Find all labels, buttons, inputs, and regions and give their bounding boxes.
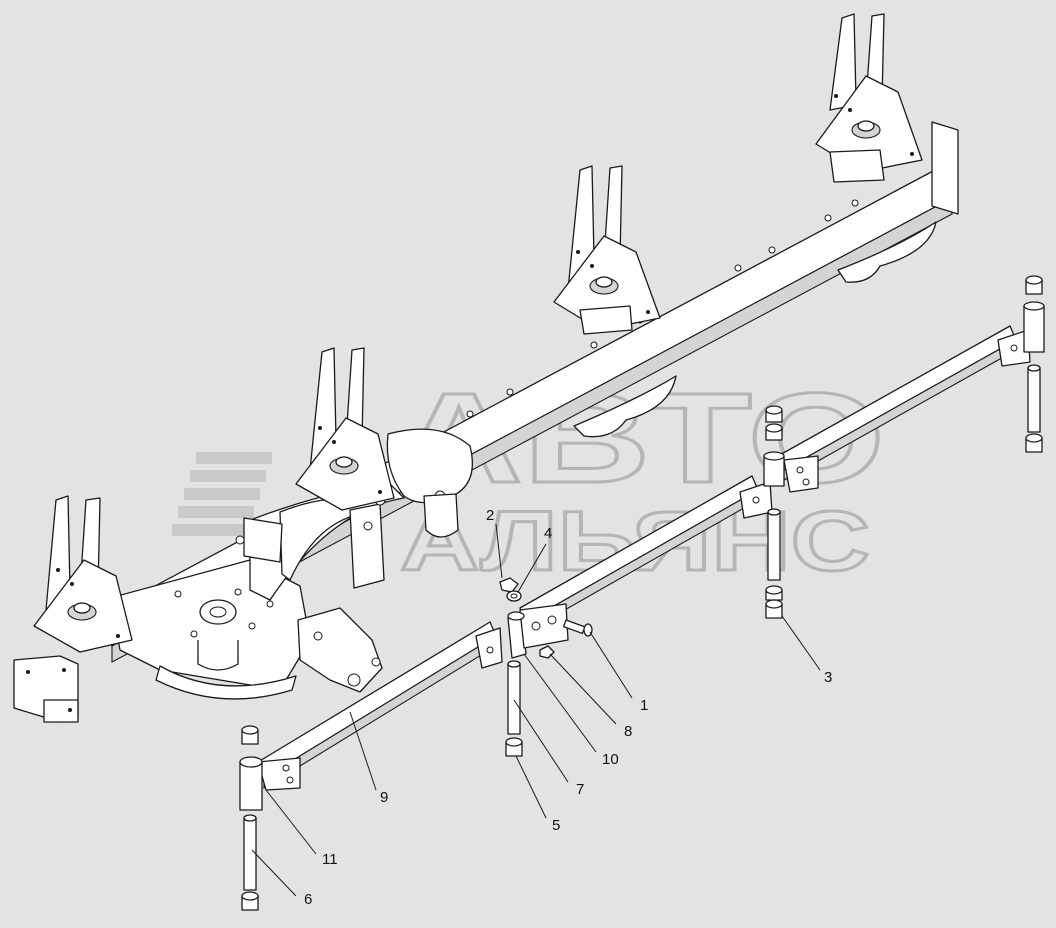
pin-7 — [507, 660, 521, 735]
callout-4: 4 — [544, 525, 552, 542]
bushing-upper-mid — [763, 405, 785, 487]
sleeve-11 — [239, 756, 263, 811]
stabilizer-bar-9 — [257, 621, 503, 791]
stabilizer-bar-upper — [519, 475, 773, 633]
tine-bracket-2 — [295, 347, 395, 511]
bolt-1 — [562, 619, 593, 637]
bushing-11-upper — [241, 725, 259, 745]
callout-10: 10 — [602, 751, 619, 768]
callout-5: 5 — [552, 817, 560, 834]
washer-3 — [765, 585, 783, 601]
tine-bracket-4 — [815, 13, 923, 183]
bushing-right-upper — [1023, 275, 1045, 353]
callout-1: 1 — [640, 697, 648, 714]
center-hinge-assembly-10 — [507, 603, 569, 659]
drawbar-arm — [235, 428, 474, 601]
leader-lines — [251, 523, 821, 897]
callout-8: 8 — [624, 723, 632, 740]
tine-bracket-3 — [553, 165, 661, 335]
nut-2 — [499, 577, 519, 593]
callout-labels: 1 2 3 4 5 6 7 8 9 10 11 — [304, 507, 832, 908]
watermark-line2: АЛЬЯНС — [400, 494, 870, 588]
central-pivot-plate — [109, 559, 383, 700]
callout-11: 11 — [322, 851, 338, 868]
pin-6 — [243, 814, 257, 891]
left-end-plate — [13, 655, 79, 723]
callout-2: 2 — [486, 507, 494, 524]
stabilizer-bar-right — [777, 325, 1031, 493]
callout-3: 3 — [824, 669, 832, 686]
pin-3 — [767, 508, 781, 581]
tine-bracket-1 — [33, 495, 133, 653]
bushing-right-lower — [1025, 433, 1043, 453]
bushing-6-lower — [241, 891, 259, 911]
callout-7: 7 — [576, 781, 584, 798]
bushing-3 — [765, 599, 783, 619]
pin-right — [1027, 364, 1041, 433]
callout-9: 9 — [380, 789, 388, 806]
washer-4 — [506, 590, 522, 602]
callout-6: 6 — [304, 891, 312, 908]
bushing-5 — [505, 737, 523, 757]
